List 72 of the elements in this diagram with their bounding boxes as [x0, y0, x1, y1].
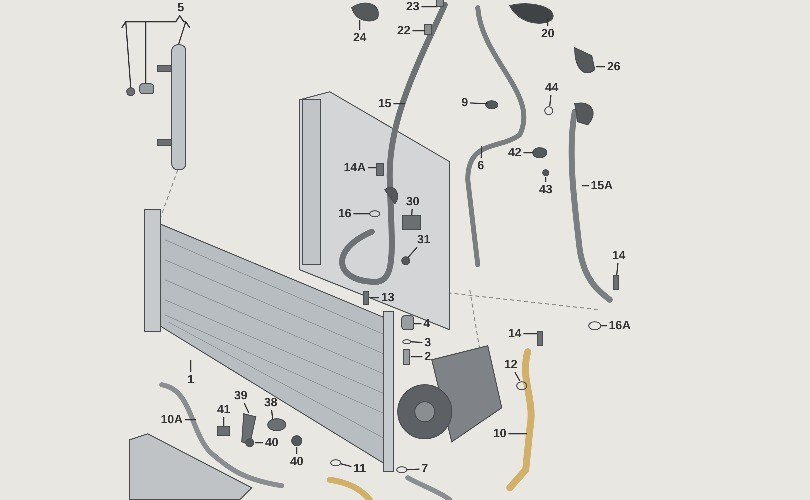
leader-line — [411, 209, 413, 216]
leader-line — [185, 419, 196, 421]
leader-line — [408, 247, 418, 258]
leader-line — [616, 263, 619, 276]
callout-number: 15A — [590, 180, 614, 192]
leader-line — [190, 360, 192, 372]
leader-line — [524, 333, 537, 335]
callout-number: 16A — [608, 320, 632, 332]
leader-line — [368, 167, 376, 169]
leader-line — [549, 95, 552, 106]
leader-line — [480, 146, 483, 159]
callout-number: 5 — [176, 2, 186, 14]
leader-line — [125, 22, 132, 88]
callout-number: 14 — [611, 250, 627, 262]
leader-line — [244, 403, 250, 414]
leader-line — [223, 418, 225, 426]
callout-number: 41 — [216, 404, 232, 416]
leader-line — [422, 6, 437, 8]
callout-number: 13 — [380, 292, 396, 304]
callout-number: 11 — [352, 462, 368, 476]
leader-line — [545, 177, 547, 182]
leader-line — [601, 325, 607, 327]
leader-line — [145, 22, 147, 84]
callout-number: 24 — [352, 32, 368, 44]
callout-number: 1 — [186, 374, 196, 386]
leader-line — [178, 22, 187, 44]
callout-number: 40 — [289, 456, 305, 468]
callout-number: 44 — [544, 82, 560, 94]
callout-number: 14A — [343, 162, 367, 174]
callout-number: 40 — [264, 436, 280, 450]
leader-line — [340, 463, 352, 468]
callout-number: 42 — [507, 146, 523, 160]
leader-line — [394, 103, 405, 105]
leader-line — [359, 20, 361, 30]
callout-number: 14 — [507, 328, 523, 340]
callout-number: 23 — [405, 0, 421, 14]
leader-line — [414, 323, 422, 325]
callout-number: 43 — [538, 184, 554, 196]
callout-number: 6 — [476, 160, 486, 172]
callout-number: 9 — [460, 96, 470, 110]
callout-number: 3 — [424, 336, 432, 350]
callout-number: 16 — [337, 208, 353, 220]
leader-line — [255, 442, 264, 444]
callout-number: 12 — [503, 358, 519, 372]
leader-line — [508, 433, 527, 435]
callout-number: 15 — [377, 98, 393, 110]
leader-line — [410, 341, 423, 344]
leader-line — [271, 410, 274, 420]
leader-line — [582, 185, 589, 187]
leader-line — [470, 102, 488, 105]
leader-line — [354, 213, 370, 215]
callout-number: 20 — [540, 28, 556, 40]
callout-number: 39 — [233, 390, 249, 402]
leader-line — [524, 152, 533, 154]
leader-line — [370, 297, 380, 299]
callout-number: 26 — [606, 60, 622, 74]
callout-number: 38 — [263, 396, 279, 410]
callout-number: 30 — [405, 196, 421, 208]
leader-line — [411, 356, 423, 358]
leader-line — [596, 66, 606, 68]
callout-number: 10A — [160, 414, 184, 426]
leader-line — [406, 468, 420, 471]
leader-line — [412, 30, 425, 32]
callout-number: 4 — [422, 318, 432, 330]
callout-number: 31 — [416, 234, 432, 246]
callout-number: 2 — [424, 350, 432, 364]
leader-line — [547, 18, 549, 26]
leader-line — [514, 372, 521, 382]
callout-number: 7 — [420, 462, 430, 476]
callout-number: 22 — [396, 24, 412, 38]
leader-line — [296, 447, 298, 454]
callout-number: 10 — [492, 428, 508, 440]
